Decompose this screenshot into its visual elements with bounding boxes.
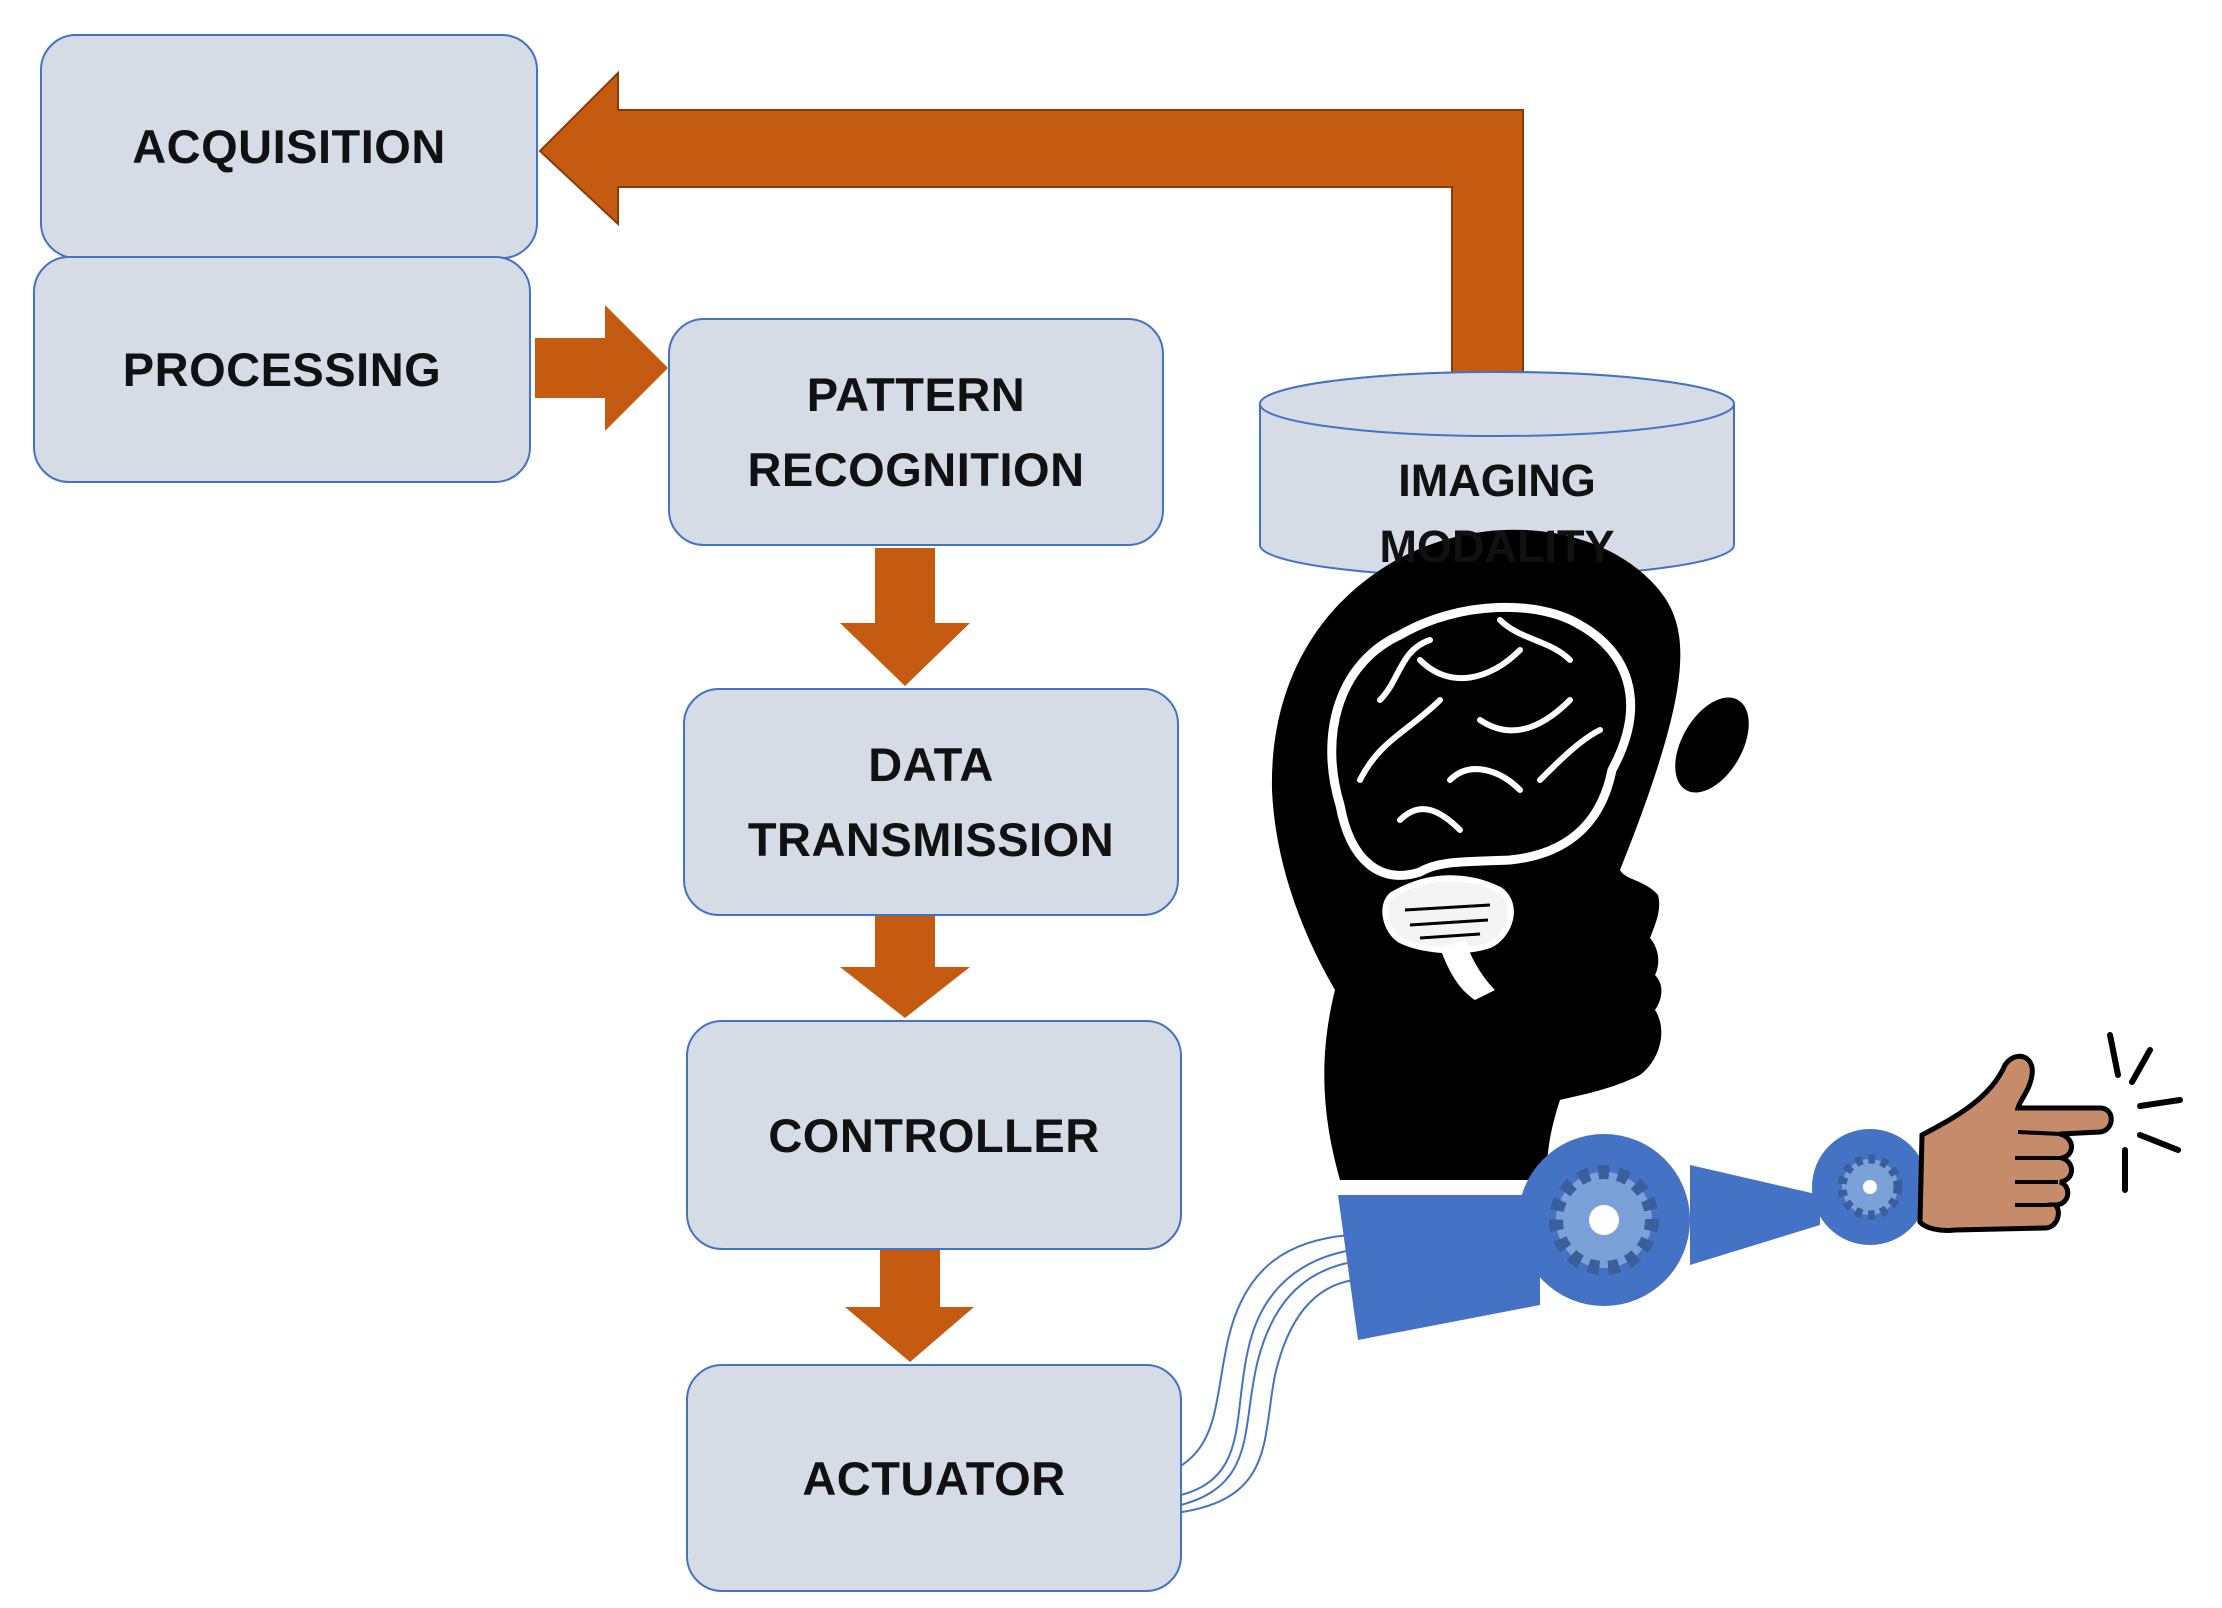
pattern-recognition-label-line2: RECOGNITION bbox=[747, 443, 1085, 496]
data-transmission-label-line1: DATA bbox=[868, 738, 994, 791]
arrow-processing-to-pattern bbox=[535, 305, 668, 431]
arrow-pattern-to-transmission bbox=[840, 548, 970, 686]
gear-icon bbox=[1518, 1134, 1690, 1306]
gear-icon bbox=[1812, 1129, 1928, 1245]
actuator-label: ACTUATOR bbox=[802, 1451, 1066, 1505]
imaging-modality-label-line1: IMAGING bbox=[1398, 455, 1596, 506]
data-transmission-box: DATA TRANSMISSION bbox=[683, 688, 1179, 916]
data-transmission-label-line2: TRANSMISSION bbox=[747, 813, 1115, 866]
acquisition-box: ACQUISITION bbox=[40, 34, 538, 259]
processing-label: PROCESSING bbox=[122, 343, 442, 396]
robotic-arm-icon bbox=[1338, 1165, 1820, 1340]
controller-box: CONTROLLER bbox=[686, 1020, 1182, 1250]
acquisition-label: ACQUISITION bbox=[132, 120, 446, 173]
pattern-recognition-box: PATTERN RECOGNITION bbox=[668, 318, 1164, 546]
imaging-modality-label: IMAGING MODALITY bbox=[1260, 448, 1734, 580]
brain-head-icon bbox=[1271, 529, 1749, 1180]
controller-label: CONTROLLER bbox=[768, 1108, 1100, 1162]
pointing-hand-icon bbox=[1917, 1032, 2183, 1233]
actuator-box: ACTUATOR bbox=[686, 1364, 1182, 1592]
processing-box: PROCESSING bbox=[33, 256, 531, 483]
imaging-modality-label-line2: MODALITY bbox=[1379, 521, 1615, 572]
pattern-recognition-label-line1: PATTERN bbox=[806, 368, 1026, 421]
arrow-transmission-to-controller bbox=[840, 916, 970, 1018]
feedback-arrow bbox=[538, 70, 1524, 381]
imaging-modality-cylinder bbox=[1259, 371, 1735, 578]
arrow-controller-to-actuator bbox=[845, 1250, 974, 1362]
